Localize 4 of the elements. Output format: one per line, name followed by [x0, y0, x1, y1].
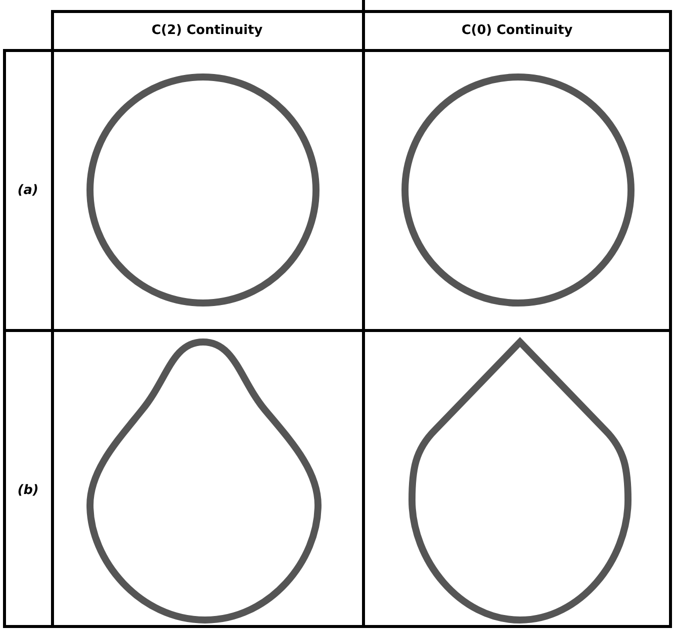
row-label: (b): [18, 482, 39, 498]
column-header: C(0) Continuity: [462, 22, 573, 38]
column-header: C(2) Continuity: [152, 22, 263, 38]
row-label: (a): [18, 182, 38, 198]
